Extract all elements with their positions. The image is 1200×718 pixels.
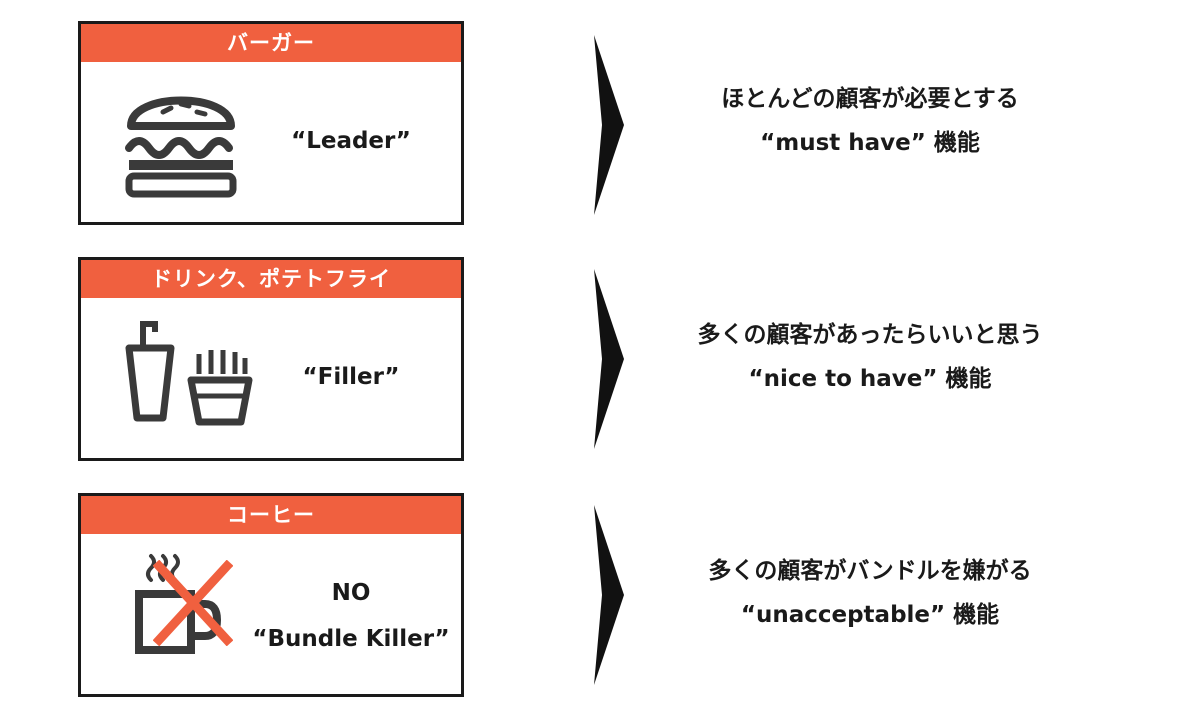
card-body-burger: “Leader” xyxy=(81,62,461,222)
description-line2: “unacceptable” 機能 xyxy=(740,602,1000,628)
description-line2: “nice to have” 機能 xyxy=(748,366,992,392)
coffee-mug-icon xyxy=(135,554,222,654)
card-coffee: コーヒー NO “Bundle Killer” xyxy=(78,493,464,697)
card-burger: バーガー “Leader” xyxy=(78,21,464,225)
description-leader: ほとんどの顧客が必要とする “must have” 機能 xyxy=(640,77,1100,165)
row-filler: ドリンク、ポテトフライ “Filler” 多くの顧客があったらいいと思う “ni… xyxy=(0,257,1200,467)
card-label-no: NO xyxy=(331,580,371,606)
description-bundle-killer: 多くの顧客がバンドルを嫌がる “unacceptable” 機能 xyxy=(640,549,1100,637)
card-drinks-fries: ドリンク、ポテトフライ “Filler” xyxy=(78,257,464,461)
description-line1: 多くの顧客がバンドルを嫌がる xyxy=(708,558,1032,584)
card-label-bundle-killer: “Bundle Killer” xyxy=(252,626,450,652)
drink-cup-icon xyxy=(125,321,175,422)
chevron-right-icon xyxy=(594,35,624,215)
card-label-filler: “Filler” xyxy=(302,364,400,390)
row-leader: バーガー “Leader” ほとんどの顧客が必要とする “must have” … xyxy=(0,21,1200,231)
card-label-leader: “Leader” xyxy=(291,128,411,154)
burger-icon xyxy=(125,96,237,198)
fries-icon xyxy=(187,350,253,426)
chevron-right-icon xyxy=(594,269,624,449)
card-body-drinks-fries: “Filler” xyxy=(81,298,461,458)
description-line1: ほとんどの顧客が必要とする xyxy=(721,86,1019,112)
description-filler: 多くの顧客があったらいいと思う “nice to have” 機能 xyxy=(640,313,1100,401)
description-line2: “must have” 機能 xyxy=(760,130,980,156)
card-header-coffee: コーヒー xyxy=(81,496,461,534)
card-header-drinks-fries: ドリンク、ポテトフライ xyxy=(81,260,461,298)
cross-mark-icon xyxy=(153,560,233,646)
chevron-right-icon xyxy=(594,505,624,685)
card-header-burger: バーガー xyxy=(81,24,461,62)
card-body-coffee: NO “Bundle Killer” xyxy=(81,534,461,694)
description-line1: 多くの顧客があったらいいと思う xyxy=(697,322,1043,348)
row-bundle-killer: コーヒー NO “Bundle Killer” 多くの顧客がバンドルを嫌がる xyxy=(0,493,1200,703)
